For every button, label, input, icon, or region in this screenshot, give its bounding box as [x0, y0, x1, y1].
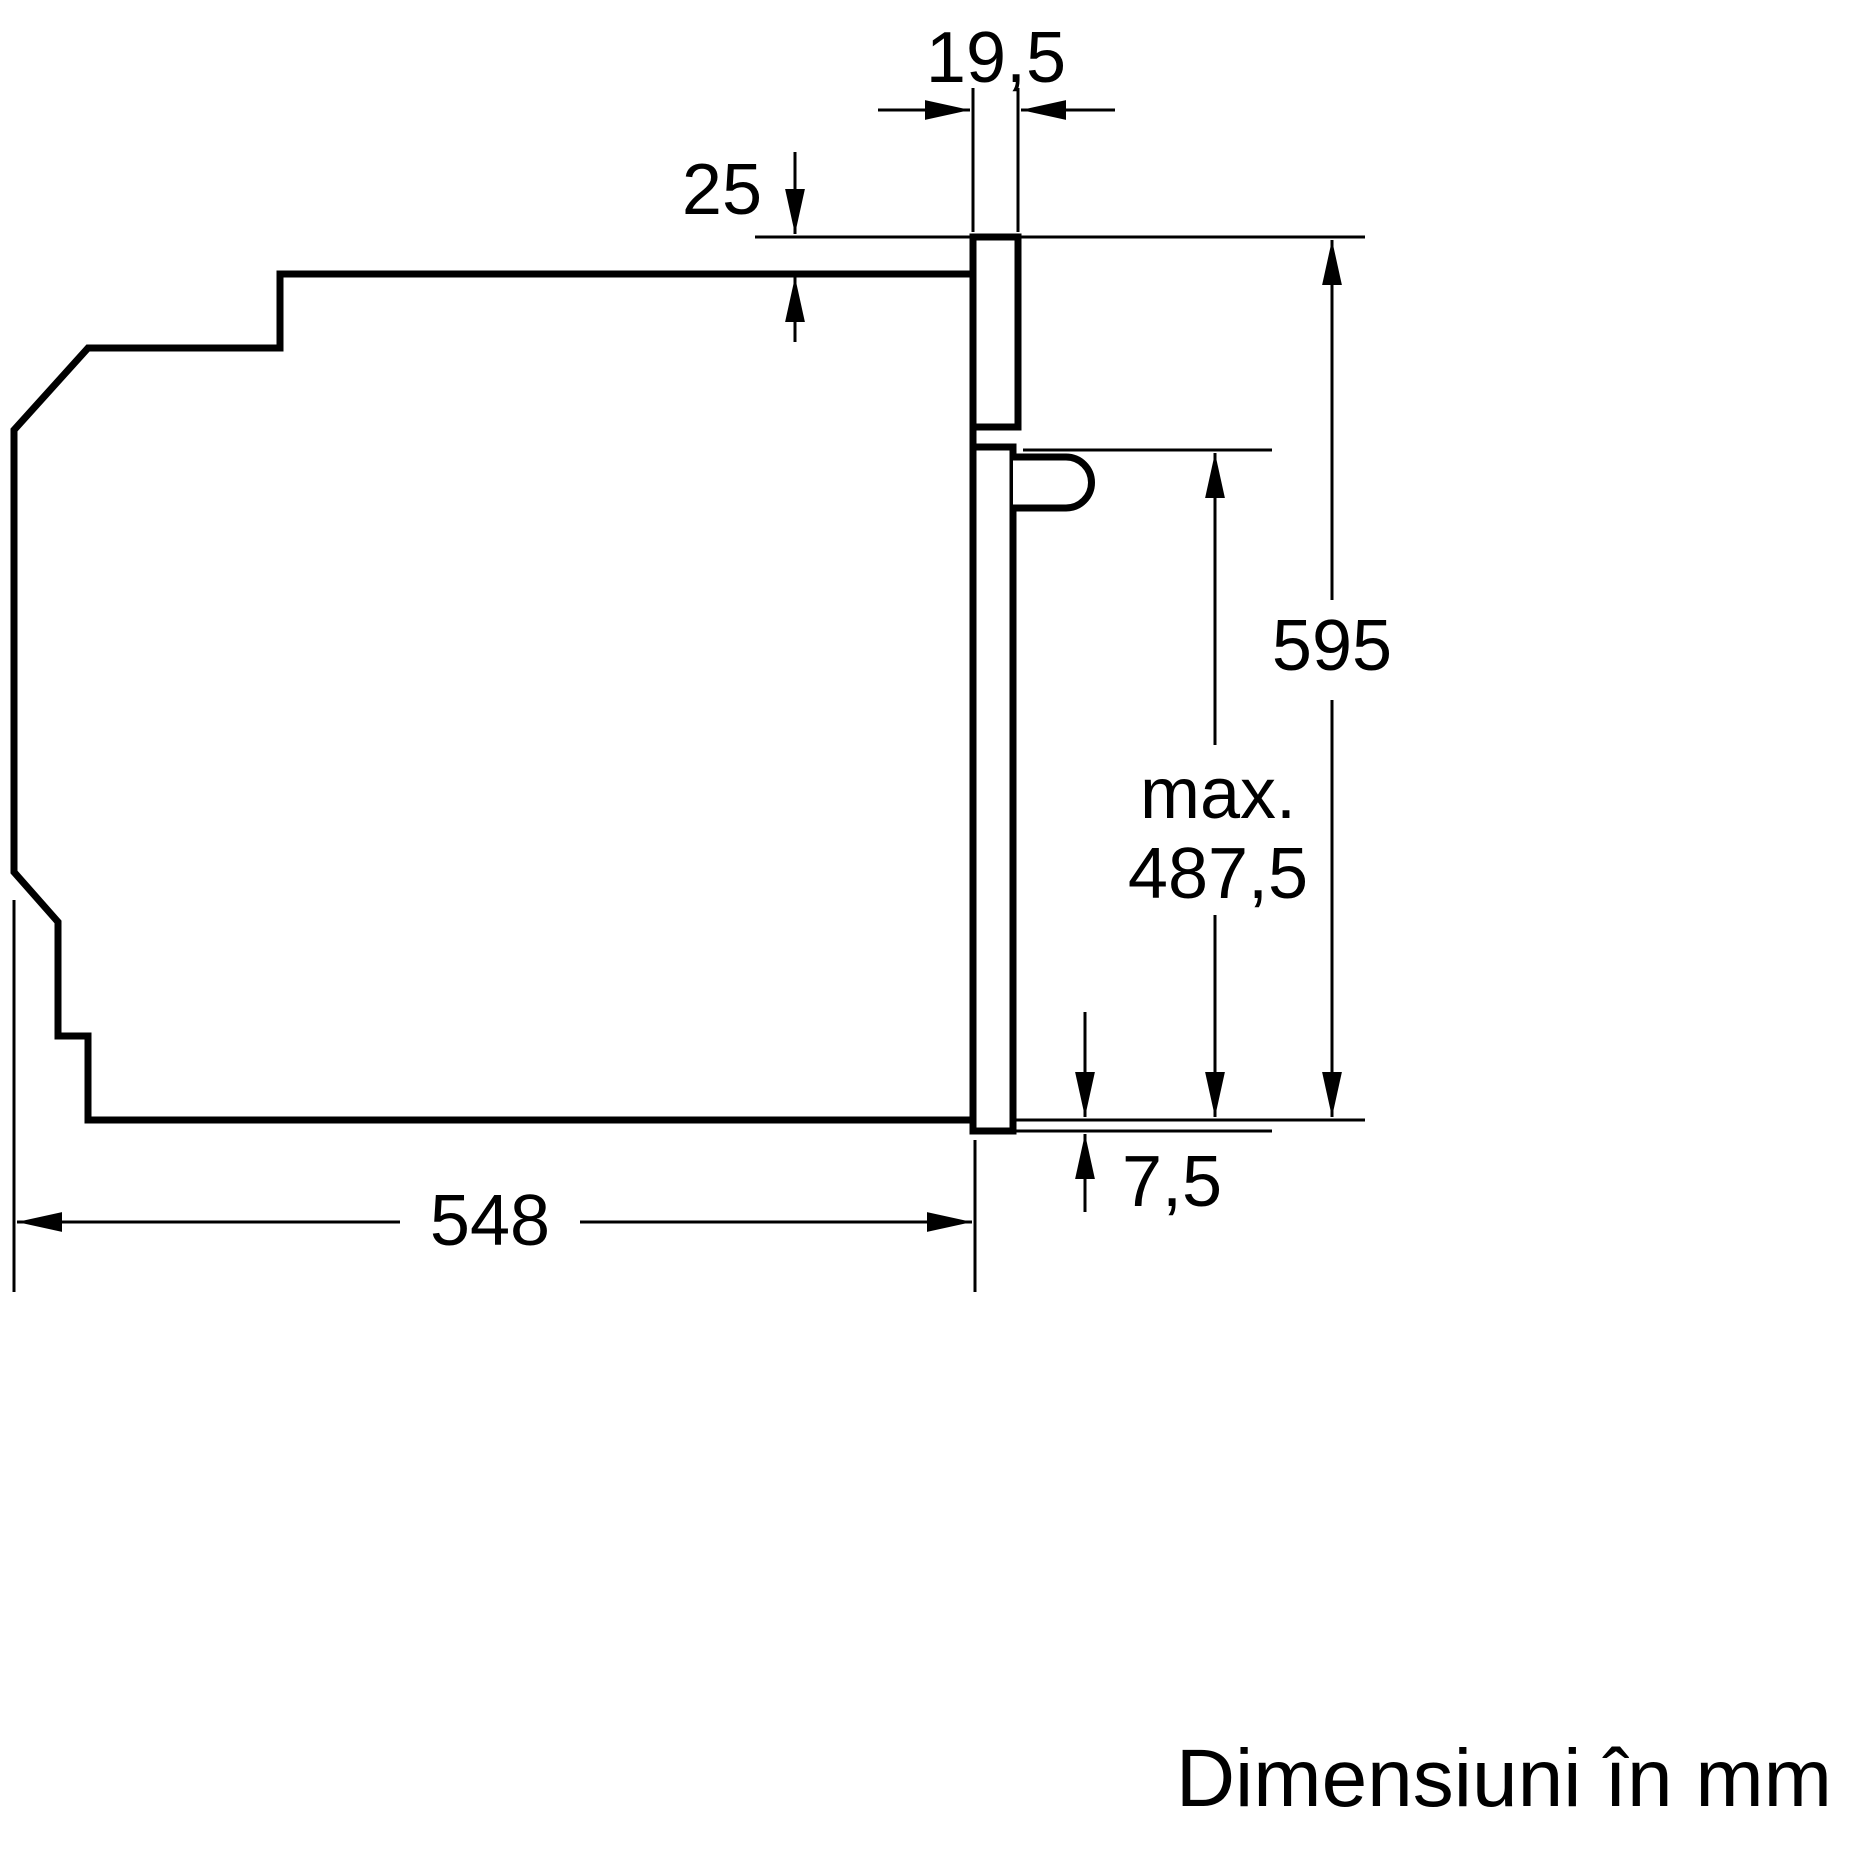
dim-487-max-label: max.	[1140, 754, 1296, 834]
dim-595-label: 595	[1272, 606, 1392, 686]
dimension-25: 25	[682, 150, 805, 342]
dimension-548: 548	[17, 1181, 972, 1261]
oven-front	[969, 233, 1095, 1135]
dim-7-5-label: 7,5	[1122, 1142, 1222, 1222]
dimension-19-5: 19,5	[878, 18, 1115, 120]
oven-body-outline	[10, 270, 977, 1124]
dim-548-label: 548	[430, 1181, 550, 1261]
units-caption: Dimensiuni în mm	[1176, 1733, 1832, 1824]
door-handle	[1009, 453, 1095, 512]
dim-487-value-label: 487,5	[1128, 834, 1308, 914]
dimension-7-5: 7,5	[1075, 1012, 1222, 1222]
dimension-595: 595	[1272, 240, 1392, 1117]
oven-body	[10, 270, 977, 1124]
dimension-max-487-5: max. 487,5	[1128, 453, 1308, 1117]
dim-25-label: 25	[682, 150, 762, 230]
dim-19-5-label: 19,5	[926, 18, 1066, 98]
reference-lines	[12, 88, 1365, 1292]
